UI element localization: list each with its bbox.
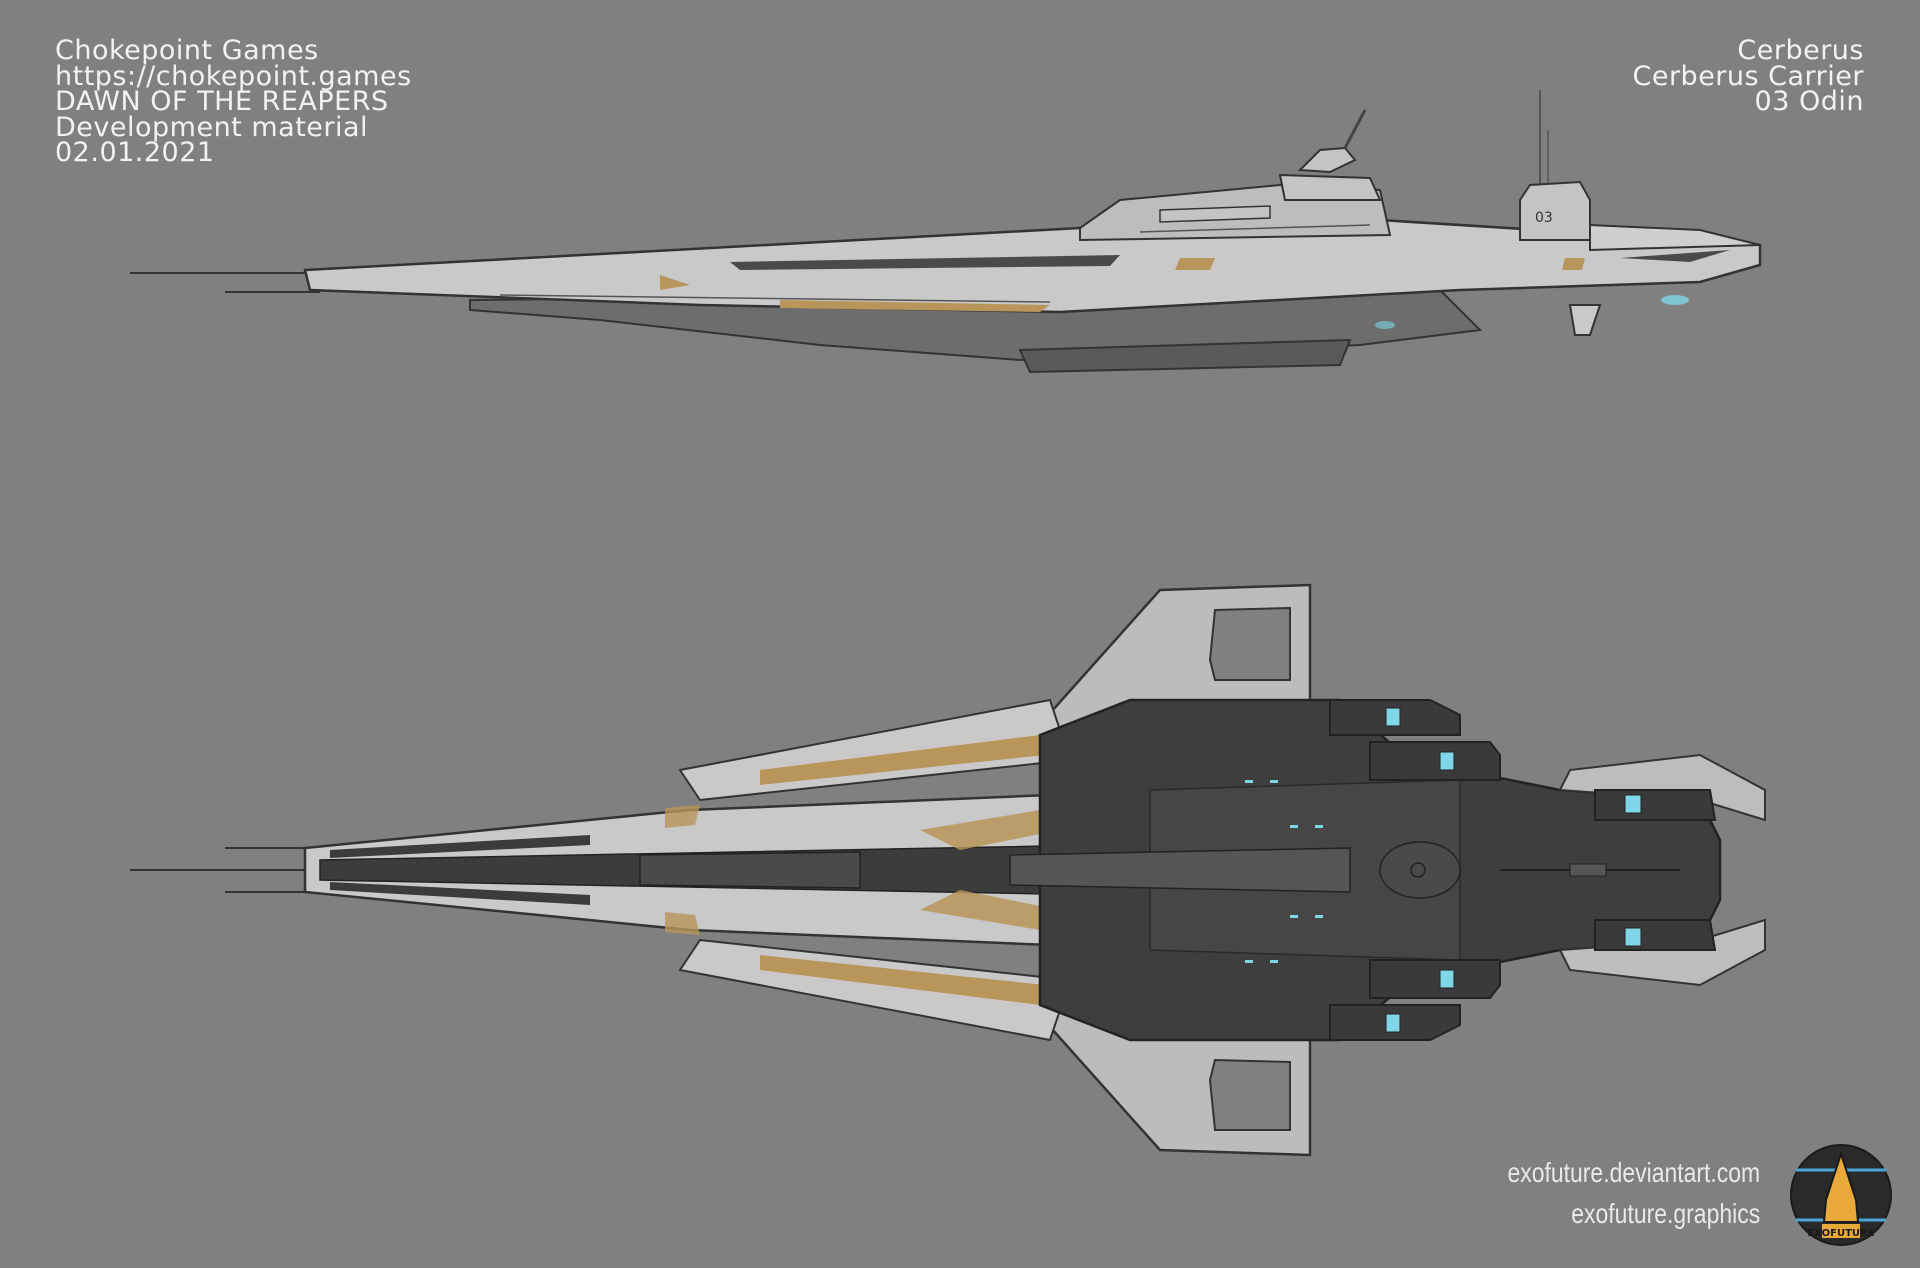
credits: exofuture.deviantart.com exofuture.graph… [1507,1152,1760,1234]
credit-site[interactable]: exofuture.graphics [1571,1198,1760,1229]
date-label: 02.01.2021 [55,137,215,168]
material-label: Development material [55,111,369,143]
hull-marking: 03 [1535,210,1553,226]
studio-name: Chokepoint Games [55,35,319,66]
faction-name: Cerberus [1737,35,1864,66]
game-title: DAWN OF THE REAPERS [55,86,389,117]
studio-url: https://chokepoint.games [55,60,412,92]
ship-name: 03 Odin [1754,86,1864,117]
ship-side-view: 03 [130,90,1762,374]
credit-deviantart[interactable]: exofuture.deviantart.com [1507,1157,1760,1188]
header-right: Cerberus Cerberus Carrier 03 Odin [1632,35,1864,117]
logo-text: EXOFUTURE [1807,1228,1875,1239]
header-left: Chokepoint Games https://chokepoint.game… [55,35,412,168]
ship-class: Cerberus Carrier [1632,60,1864,92]
exofuture-logo [1790,1144,1892,1246]
